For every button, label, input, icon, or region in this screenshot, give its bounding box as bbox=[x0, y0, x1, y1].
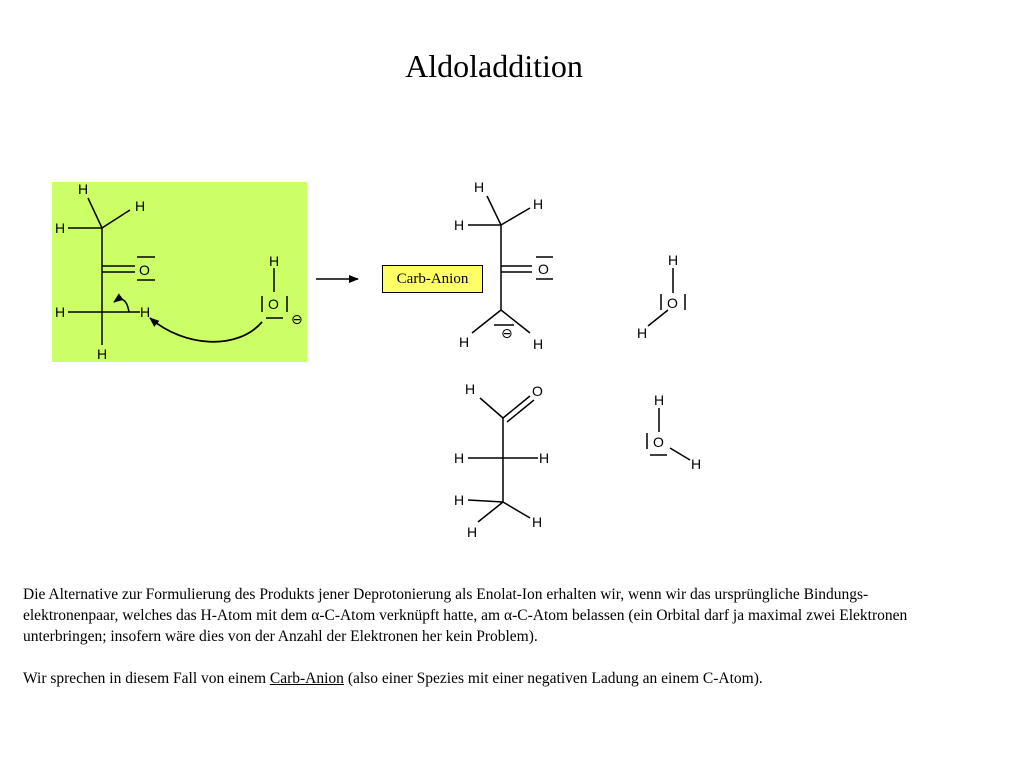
atom-o: O bbox=[139, 262, 150, 278]
water-molecule-product bbox=[647, 268, 686, 327]
atom-h: H bbox=[691, 456, 701, 472]
water-molecule-lower bbox=[646, 408, 691, 461]
negative-charge: ⊖ bbox=[291, 311, 303, 327]
atom-o: O bbox=[667, 295, 678, 311]
atom-o: O bbox=[532, 383, 543, 399]
atom-o: O bbox=[268, 296, 279, 312]
atom-h: H bbox=[454, 450, 464, 466]
atom-h: H bbox=[78, 181, 88, 197]
atom-h: H bbox=[533, 336, 543, 352]
atom-h: H bbox=[454, 217, 464, 233]
atom-o: O bbox=[653, 434, 664, 450]
atom-h: H bbox=[97, 346, 107, 362]
paragraph-1: Die Alternative zur Formulierung des Pro… bbox=[23, 584, 963, 647]
atom-h: H bbox=[55, 220, 65, 236]
atom-h: H bbox=[269, 253, 279, 269]
atom-h: H bbox=[454, 492, 464, 508]
alpha-symbol: α bbox=[504, 607, 513, 624]
atom-h: H bbox=[539, 450, 549, 466]
paragraph-2-suffix: (also einer Spezies mit einer negativen … bbox=[343, 670, 763, 687]
atom-h: H bbox=[459, 334, 469, 350]
atom-h: H bbox=[135, 198, 145, 214]
paragraph-2-prefix: Wir sprechen in diesem Fall von einem bbox=[23, 670, 270, 687]
page-title: Aldoladdition bbox=[405, 48, 583, 84]
hydroxide-ion-reactant bbox=[261, 268, 288, 319]
atom-h: H bbox=[533, 196, 543, 212]
negative-charge: ⊖ bbox=[501, 325, 513, 341]
atom-h: H bbox=[654, 392, 664, 408]
electron-attack-arrow bbox=[149, 317, 263, 343]
paragraph-1-part1: Die Alternative zur Formulierung des Pro… bbox=[23, 586, 869, 624]
electron-shift-arrow bbox=[113, 293, 130, 313]
atom-h: H bbox=[474, 179, 484, 195]
alpha-symbol: α bbox=[311, 607, 320, 624]
propanal-molecule bbox=[467, 395, 538, 523]
atom-h: H bbox=[637, 325, 647, 341]
carb-anion-link[interactable]: Carb-Anion bbox=[269, 670, 344, 687]
paragraph-1-part2: -C-Atom verknüpft hatte, am bbox=[319, 607, 504, 624]
atom-h: H bbox=[467, 524, 477, 540]
atom-o: O bbox=[538, 261, 549, 277]
paragraph-1-part3: -C-Atom belassen (ein Orbital darf ja ma… bbox=[23, 607, 908, 645]
acetaldehyde-molecule bbox=[68, 197, 155, 345]
atom-h: H bbox=[465, 381, 475, 397]
carb-anion-molecule bbox=[468, 195, 553, 334]
atom-h: H bbox=[55, 304, 65, 320]
explanation-text: Die Alternative zur Formulierung des Pro… bbox=[23, 584, 963, 689]
atom-h: H bbox=[668, 252, 678, 268]
atom-h: H bbox=[140, 304, 150, 320]
carb-anion-label: Carb-Anion bbox=[382, 265, 483, 293]
paragraph-2: Wir sprechen in diesem Fall von einem Ca… bbox=[23, 668, 963, 689]
atom-h: H bbox=[532, 514, 542, 530]
